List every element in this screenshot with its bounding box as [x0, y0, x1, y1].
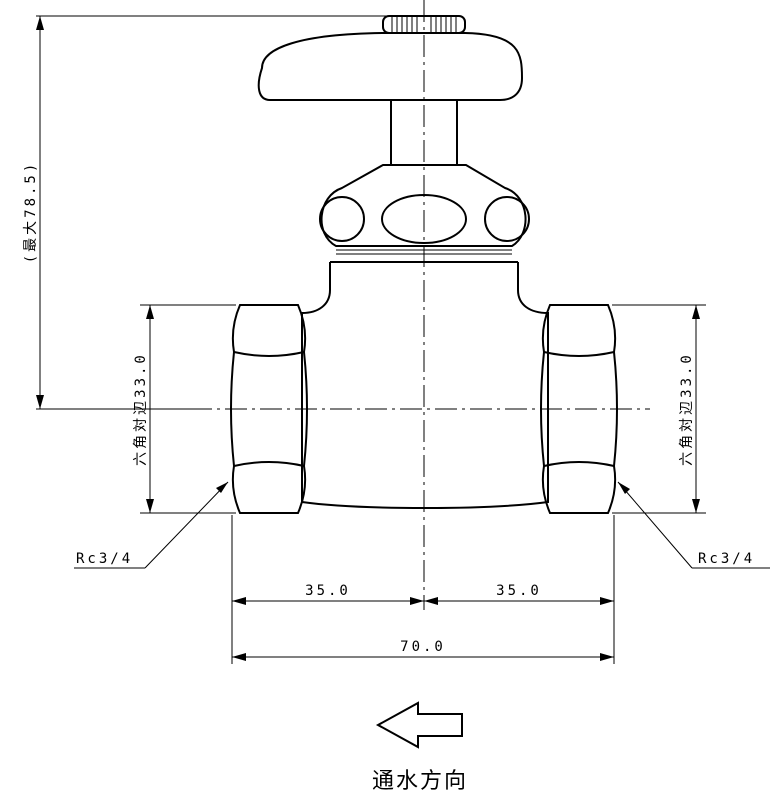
valve-handle [257, 15, 524, 166]
half-left-label: 35.0 [305, 583, 351, 599]
total-width-label: 70.0 [400, 639, 446, 655]
hex-nut-left [230, 304, 308, 514]
hex-left-dimension: 六角対辺33.0 [133, 304, 236, 514]
nut-right-facet-top [543, 351, 615, 357]
body-outline [301, 262, 549, 509]
nut-left-facet-bottom [233, 461, 305, 467]
bonnet-center-boss [381, 194, 467, 244]
left-arrow-icon [375, 701, 463, 749]
flow-direction: 通水方向 [372, 701, 468, 794]
hex-right-label: 六角対辺33.0 [679, 352, 695, 466]
nut-left-facet-top [233, 351, 305, 357]
hex-left-label: 六角対辺33.0 [133, 352, 149, 466]
leader-line-left [144, 481, 229, 569]
thread-leader-right: Rc3/4 [617, 481, 770, 569]
flow-caption: 通水方向 [372, 769, 468, 794]
arrowhead-down [36, 395, 44, 409]
thread-right-label: Rc3/4 [698, 551, 755, 567]
valve-bonnet [319, 164, 530, 263]
max-height-dimension: (最大78.5) [23, 15, 424, 410]
max-height-label: (最大78.5) [23, 161, 39, 264]
valve-body [301, 262, 549, 509]
bonnet-boss-left [319, 196, 365, 242]
leader-line-right [617, 481, 693, 569]
width-dimensions: 35.0 35.0 70.0 [231, 515, 615, 664]
thread-left-label: Rc3/4 [76, 551, 133, 567]
hex-right-dimension: 六角対辺33.0 [612, 304, 706, 514]
bonnet-body [320, 164, 527, 247]
hex-nut-right [540, 304, 618, 514]
knurl-lines [391, 17, 457, 32]
bonnet-boss-right [484, 196, 530, 242]
arrowhead-up [36, 16, 44, 30]
half-right-label: 35.0 [496, 583, 542, 599]
nut-right-facet-bottom [543, 461, 615, 467]
handle-wheel [257, 32, 524, 101]
thread-leader-left: Rc3/4 [74, 481, 229, 569]
